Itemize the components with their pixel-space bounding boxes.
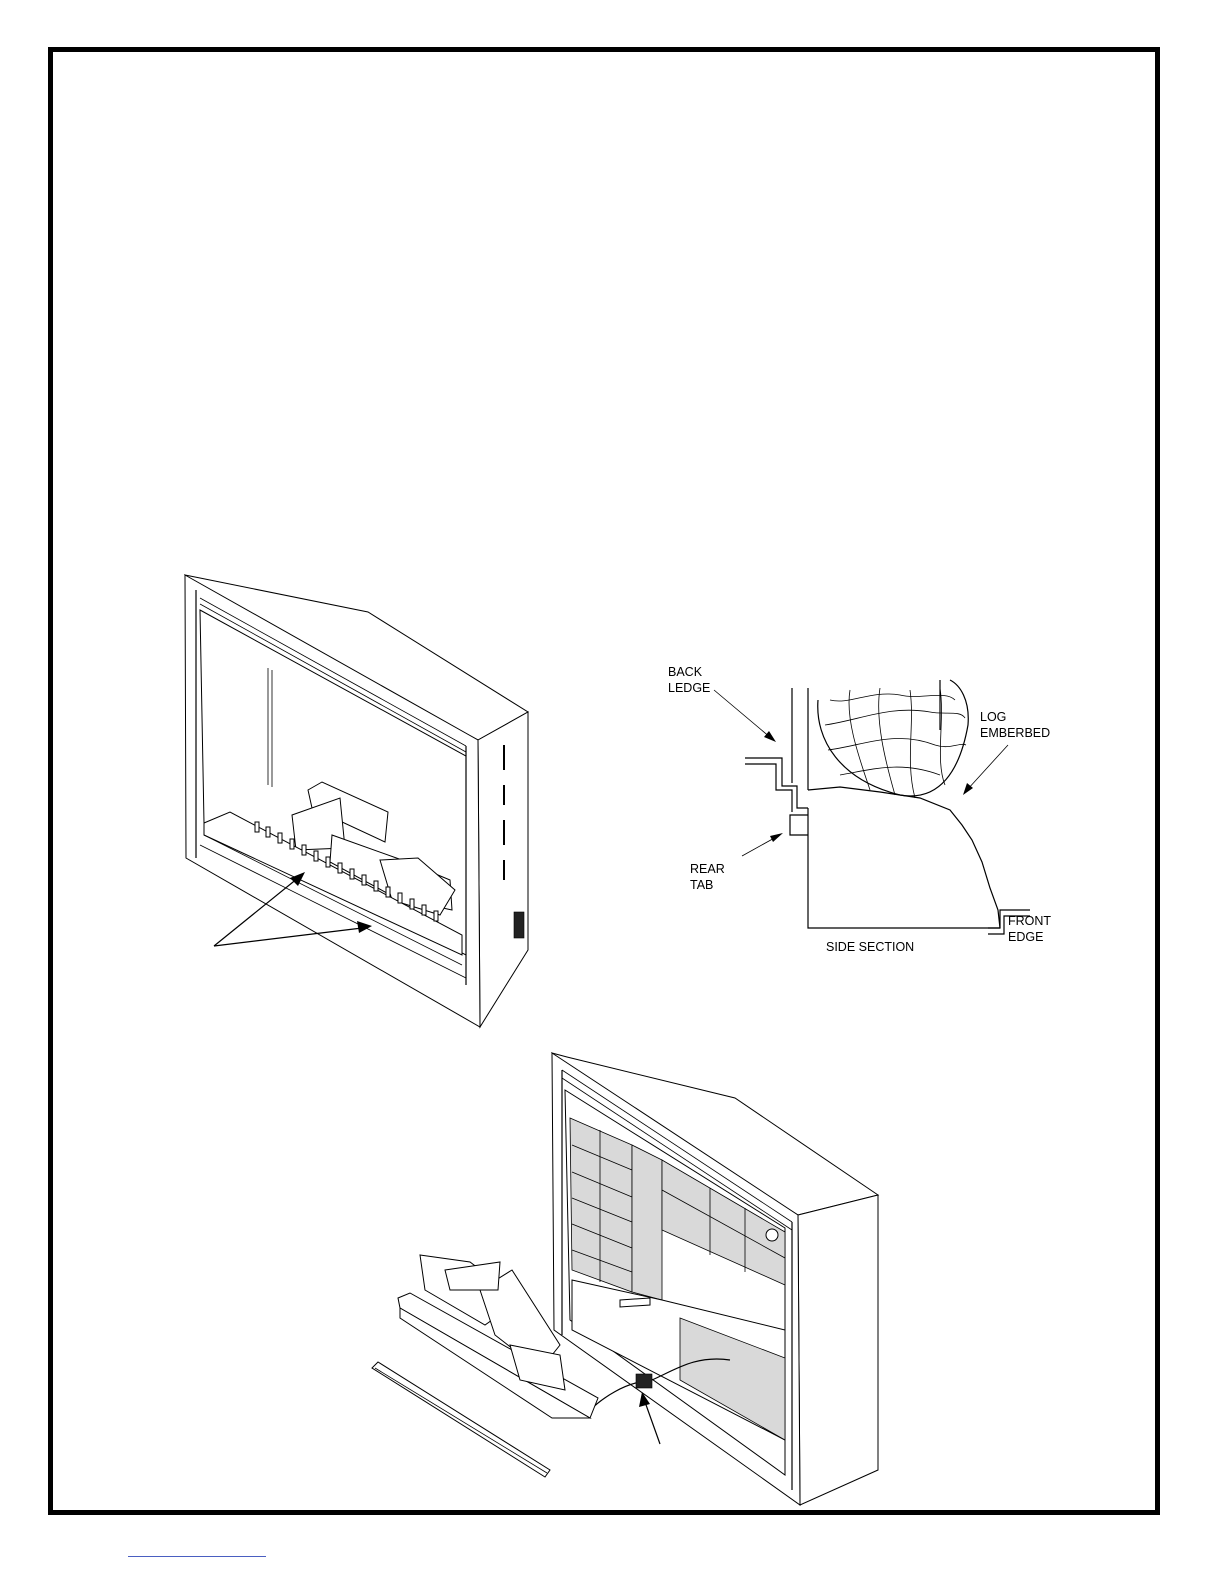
fireplace-insert-logs-removed (372, 1053, 878, 1505)
log-emberbed-label-line1: LOG (980, 710, 1006, 724)
rear-tab-label-line2: TAB (690, 878, 713, 892)
side-section-caption: SIDE SECTION (826, 940, 914, 954)
log-section (818, 680, 968, 798)
log-emberbed-label-line2: EMBERBED (980, 726, 1050, 740)
rear-tab-label-line1: REAR (690, 862, 725, 876)
fireplace-insert-front-view (185, 575, 528, 1027)
back-ledge-label-line2: LEDGE (668, 681, 710, 695)
side-section-diagram: BACK LEDGE LOG EMBERBED REAR TAB FRONT E… (668, 665, 1051, 954)
front-edge-label-line2: EDGE (1008, 930, 1043, 944)
back-ledge-label-line1: BACK (668, 665, 703, 679)
front-edge-label-line1: FRONT (1008, 914, 1051, 928)
